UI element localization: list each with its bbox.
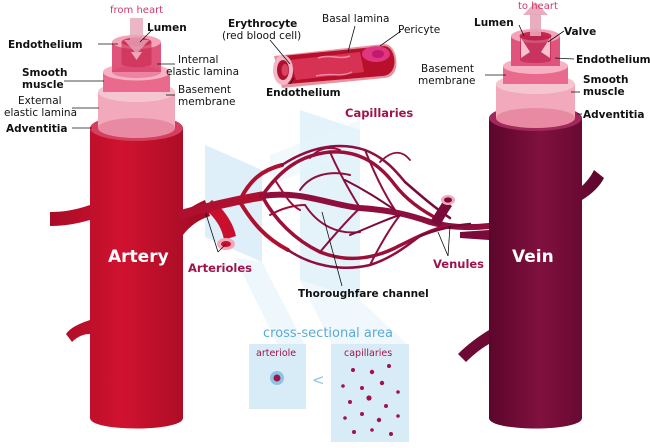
venules-label: Venules	[433, 257, 484, 271]
artery-smooth-muscle-label-2: muscle	[22, 79, 64, 91]
external-elastic-lamina-label-1: External	[18, 95, 62, 107]
from-heart-label: from heart	[110, 5, 163, 16]
artery-smooth-muscle-label-1: Smooth	[22, 67, 67, 79]
artery-lumen-label: Lumen	[147, 22, 187, 34]
artery-basement-membrane-label-2: membrane	[178, 96, 235, 108]
arterioles-label: Arterioles	[188, 261, 252, 275]
pericyte-label: Pericyte	[398, 24, 440, 36]
capillary-network	[178, 144, 492, 269]
leader-lines	[64, 24, 582, 287]
capillaries-inset-label: capillaries	[344, 348, 392, 359]
artery-vessel	[50, 35, 210, 429]
vein-basement-membrane-label-2: membrane	[418, 75, 475, 87]
cross-section-insets	[249, 344, 409, 442]
artery-title: Artery	[108, 247, 169, 267]
vein-endothelium-label: Endothelium	[576, 54, 650, 66]
less-than-symbol: <	[312, 371, 325, 389]
vein-smooth-muscle-label-1: Smooth	[583, 74, 628, 86]
valve-label: Valve	[564, 26, 596, 38]
erythrocyte-sublabel: (red blood cell)	[222, 30, 301, 42]
thoroughfare-channel-label: Thoroughfare channel	[298, 288, 429, 300]
to-heart-label: to heart	[518, 1, 558, 12]
external-elastic-lamina-label-2: elastic lamina	[4, 107, 77, 119]
venule-stub	[430, 195, 455, 226]
cross-sectional-area-title: cross-sectional area	[263, 326, 393, 341]
artery-basement-membrane-label-1: Basement	[178, 84, 231, 96]
arteriole-inset-label: arteriole	[256, 348, 296, 359]
erythrocyte-label: Erythrocyte	[228, 18, 297, 30]
from-heart-arrow	[124, 18, 149, 54]
labels: from heart to heart Endothelium Lumen In…	[4, 1, 650, 389]
vein-basement-membrane-label-1: Basement	[421, 63, 474, 75]
vein-adventitia-label: Adventitia	[583, 109, 644, 121]
vein-lumen-label: Lumen	[474, 17, 514, 29]
internal-elastic-lamina-label-2: elastic lamina	[166, 66, 239, 78]
vein-title: Vein	[512, 247, 554, 267]
capillaries-title: Capillaries	[345, 106, 413, 120]
vein-vessel	[458, 29, 604, 429]
capillaries-cross-section-panel	[331, 344, 409, 442]
to-heart-arrow	[523, 2, 548, 36]
cross-section-planes	[205, 110, 408, 345]
vein-smooth-muscle-label-2: muscle	[583, 86, 625, 98]
basal-lamina-label: Basal lamina	[322, 13, 389, 25]
artery-endothelium-label: Endothelium	[8, 39, 83, 51]
capillary-detail-tube	[273, 44, 397, 88]
capillary-endothelium-label: Endothelium	[266, 87, 341, 99]
internal-elastic-lamina-label-1: Internal	[178, 54, 218, 66]
artery-adventitia-label: Adventitia	[6, 123, 67, 135]
